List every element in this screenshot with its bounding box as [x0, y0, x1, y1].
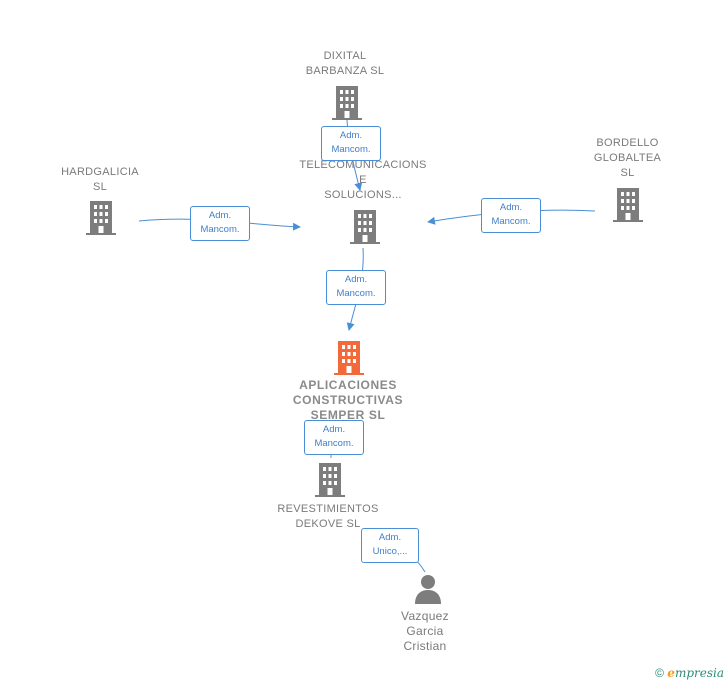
node-label-aplicaciones[interactable]: APLICACIONES CONSTRUCTIVAS SEMPER SL: [292, 378, 404, 422]
node-label-revestimientos[interactable]: REVESTIMIENTOS DEKOVE SL: [277, 503, 379, 530]
node-label-bordello[interactable]: BORDELLO GLOBALTEA SL: [593, 137, 662, 179]
building-icon[interactable]: [315, 461, 345, 497]
relation-badge: Adm. Mancom.: [321, 126, 381, 161]
building-icon-main[interactable]: [334, 339, 364, 375]
brand-logo: empresia: [667, 666, 724, 680]
building-icon[interactable]: [86, 199, 116, 235]
node-label-person[interactable]: Vazquez Garcia Cristian: [401, 609, 449, 653]
node-label-dixital[interactable]: DIXITAL BARBANZA SL: [305, 50, 385, 77]
building-icon[interactable]: [350, 208, 380, 244]
person-icon[interactable]: [413, 574, 443, 604]
building-icon[interactable]: [332, 84, 362, 120]
relation-badge: Adm. Mancom.: [304, 420, 364, 455]
copyright-icon: ©: [655, 666, 664, 680]
relation-badge: Adm. Mancom.: [326, 270, 386, 305]
node-label-telecom[interactable]: TELECOMUNICACIONS E SOLUCIONS...: [299, 159, 427, 201]
relation-badge: Adm. Mancom.: [190, 206, 250, 241]
relation-badge: Adm. Mancom.: [481, 198, 541, 233]
node-label-hardgalicia[interactable]: HARDGALICIA SL: [61, 166, 139, 193]
brand-footer: © empresia: [655, 666, 724, 680]
relation-badge: Adm. Unico,...: [361, 528, 419, 563]
building-icon[interactable]: [613, 186, 643, 222]
